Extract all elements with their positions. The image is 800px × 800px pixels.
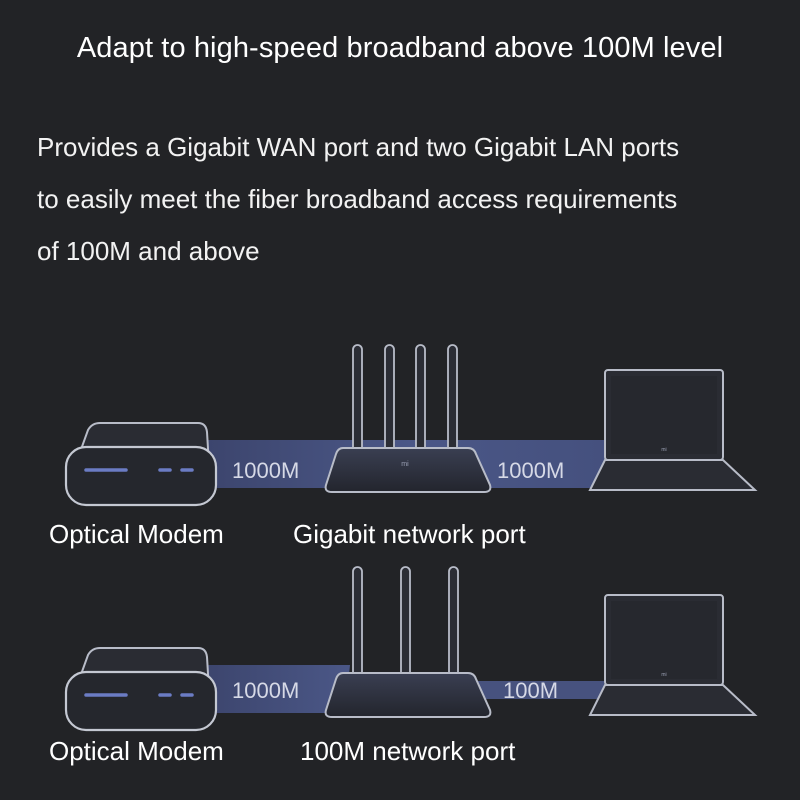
router-logo: mi (401, 461, 409, 468)
optical-modem-icon (64, 422, 218, 507)
laptop-icon: mi (588, 369, 758, 491)
modem-label: Optical Modem (49, 519, 224, 549)
page-title: Adapt to high-speed broadband above 100M… (76, 32, 724, 64)
router-antennas (352, 344, 458, 454)
laptop-icon: mi (588, 594, 758, 716)
description-line: Provides a Gigabit WAN port and two Giga… (37, 132, 680, 162)
router-icon (324, 672, 492, 718)
laptop-logo: mi (661, 447, 666, 453)
router-antennas (352, 566, 459, 680)
port-label: 100M network port (300, 736, 516, 766)
router-icon: mi (324, 447, 492, 493)
diagram-graphic: mi 1000M 100M (64, 566, 758, 732)
description-line: of 100M and above (37, 236, 260, 266)
lan-speed-label: 1000M (497, 458, 564, 483)
lan-beam (470, 681, 605, 699)
connection-diagram-gigabit: mi mi 1000M 1000M Optical Modem Gigabit … (0, 330, 800, 560)
connection-diagram-100m: mi 1000M 100M Optical Modem 100M network… (0, 555, 800, 795)
modem-label: Optical Modem (49, 736, 224, 766)
diagram-graphic: mi mi 1000M 1000M (64, 344, 758, 507)
lan-speed-label: 100M (503, 678, 558, 703)
description-line: to easily meet the fiber broadband acces… (37, 184, 678, 214)
port-label: Gigabit network port (293, 519, 526, 549)
optical-modem-icon (64, 647, 218, 732)
wan-beam (200, 665, 350, 713)
wan-speed-label: 1000M (232, 458, 299, 483)
description: Provides a Gigabit WAN port and two Giga… (37, 121, 787, 277)
wan-speed-label: 1000M (232, 678, 299, 703)
laptop-logo: mi (661, 672, 666, 678)
